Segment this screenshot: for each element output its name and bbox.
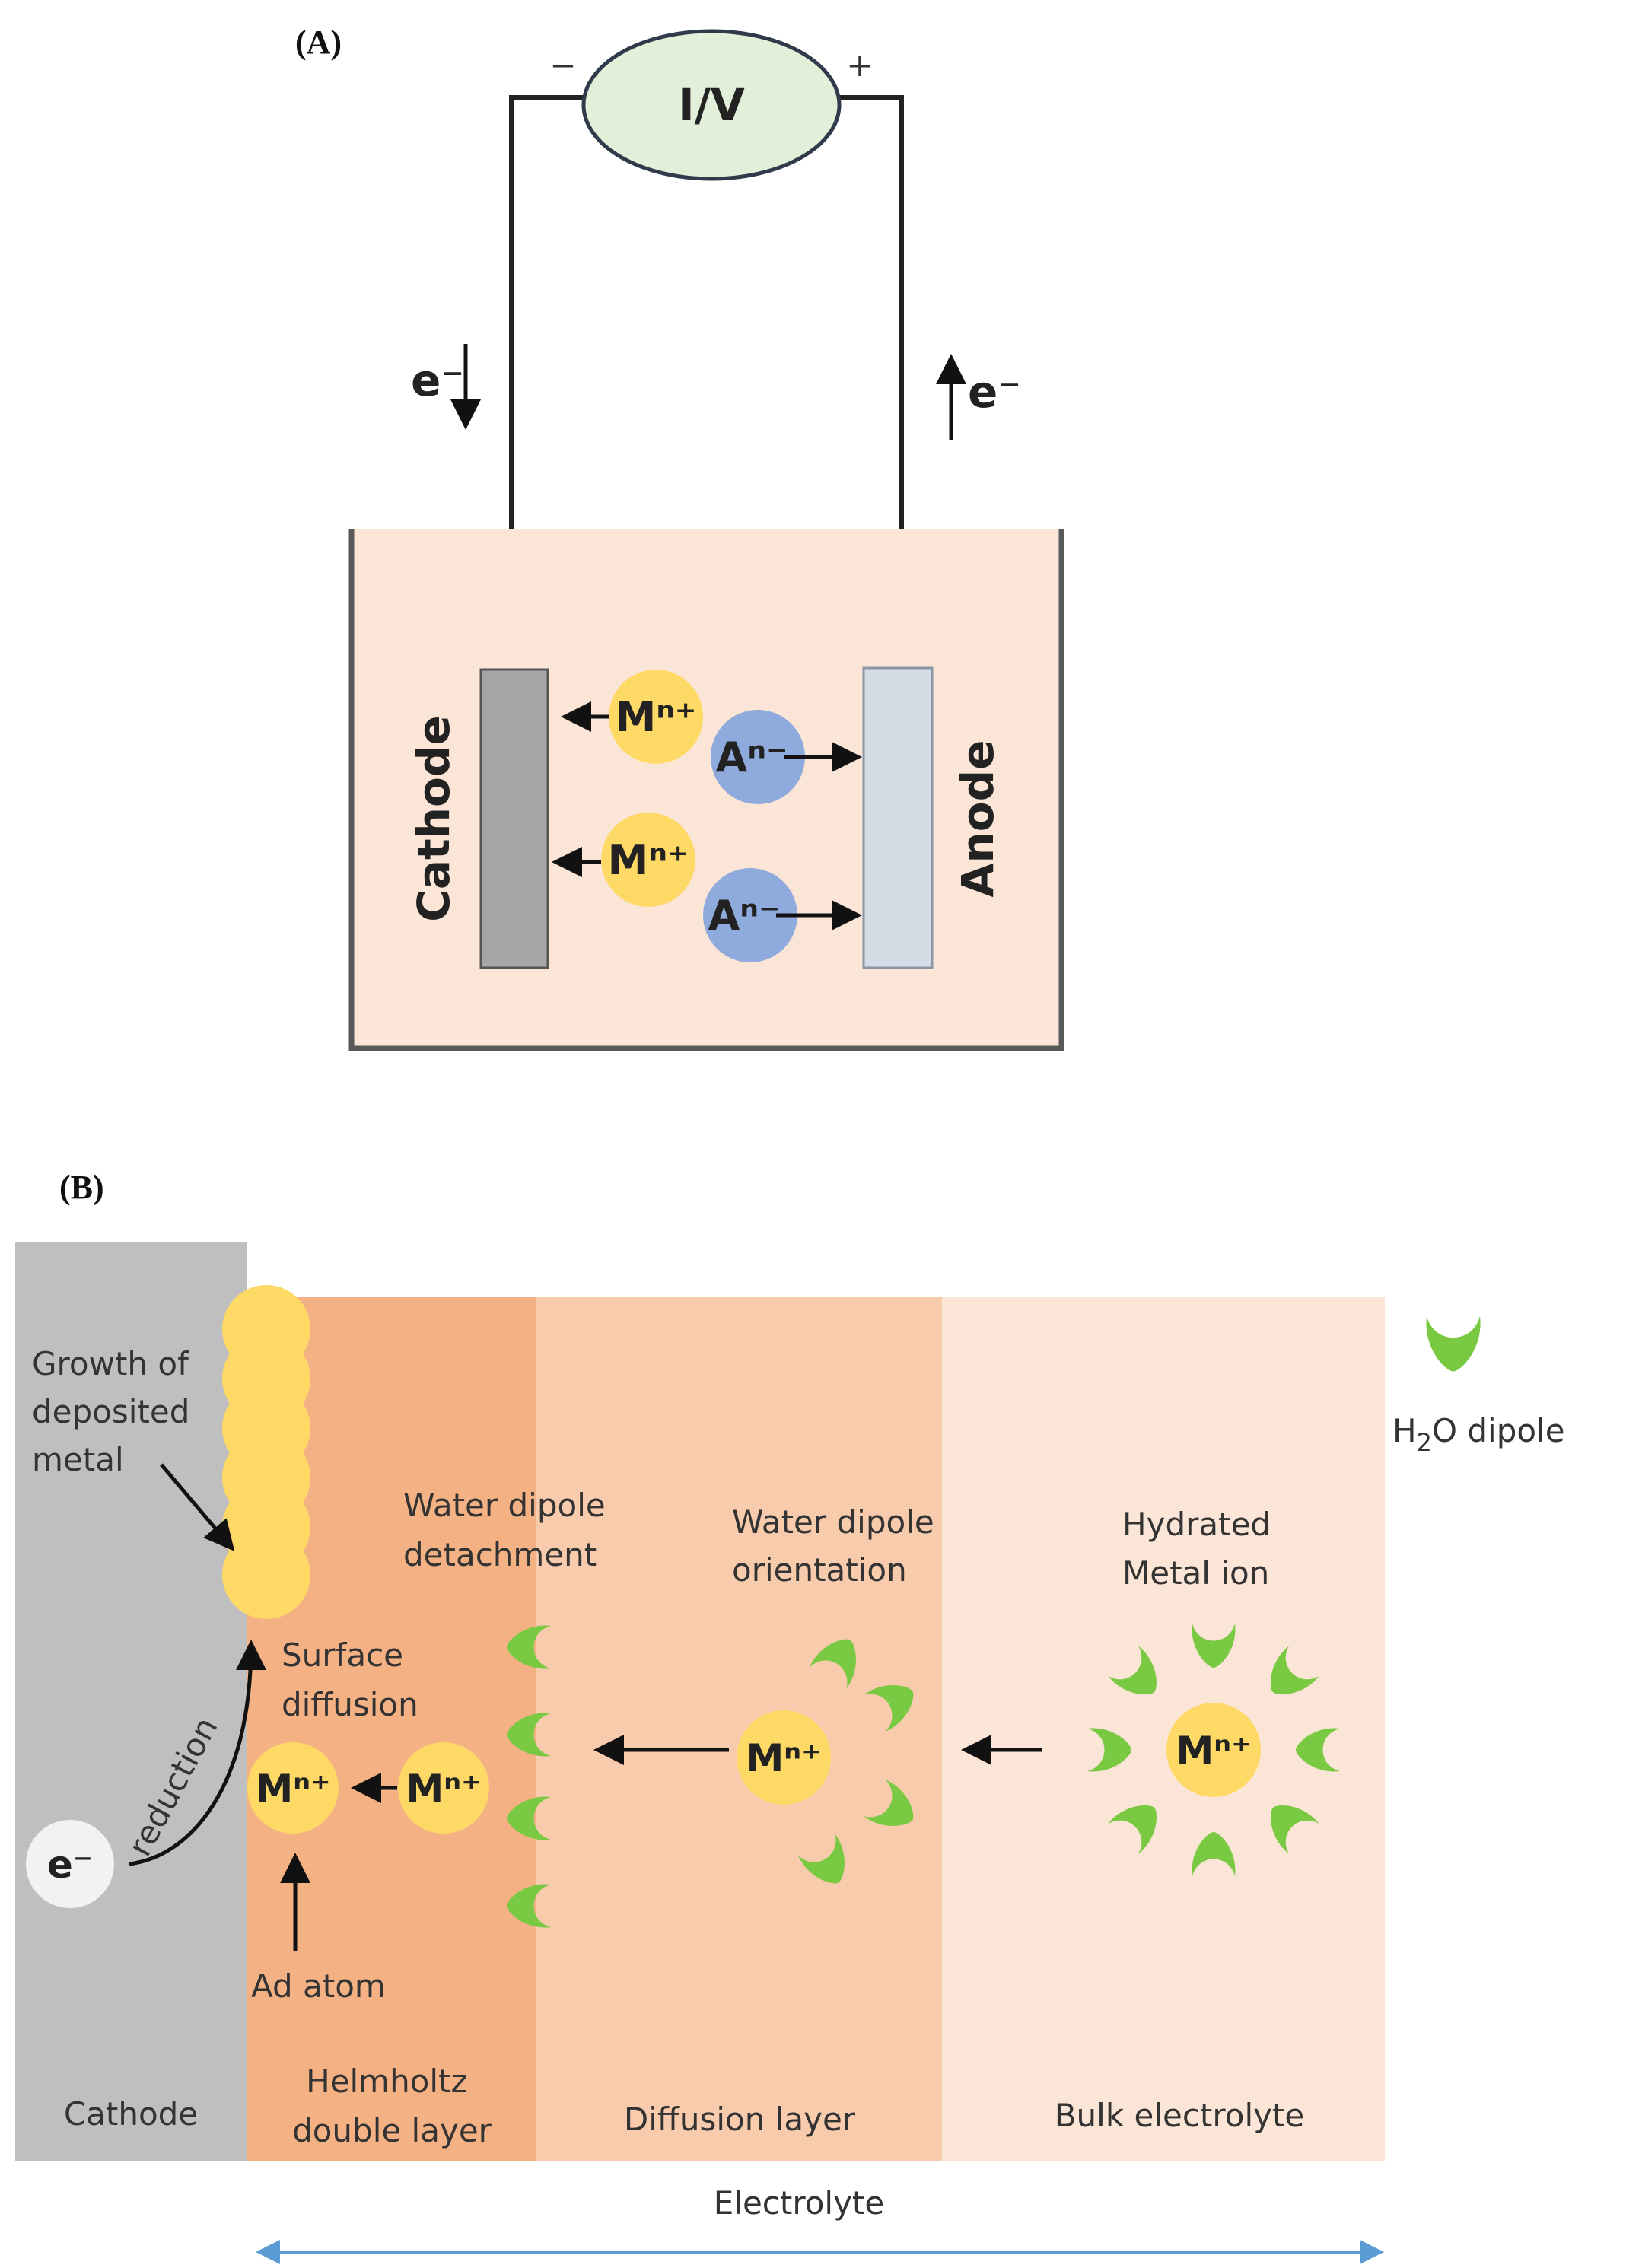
electron-label-right: e⁻: [968, 366, 1021, 418]
svg-text:Mⁿ⁺: Mⁿ⁺: [746, 1736, 822, 1780]
bath-container: [348, 529, 1064, 1051]
adatom-label: Ad atom: [251, 1967, 386, 2005]
deposited-metal: [222, 1285, 310, 1619]
hydrated-label: Hydrated Metal ion: [1122, 1506, 1281, 1592]
anode-wire: [837, 95, 904, 677]
legend-dipole-icon: [1426, 1316, 1481, 1372]
svg-text:Aⁿ⁻: Aⁿ⁻: [708, 892, 781, 940]
electrolyte-label: Electrolyte: [714, 2184, 884, 2222]
growth-label: Growth of deposited metal: [32, 1345, 200, 1478]
electron-ball: e⁻: [26, 1820, 114, 1908]
region-helmholtz-label: Helmholtz double layer: [292, 2063, 492, 2149]
anion-upper: Aⁿ⁻: [711, 710, 805, 804]
panel-b: (B) Growth of deposited metal Water dipo…: [15, 1169, 1565, 2264]
helmholtz-ion: Mⁿ⁺: [398, 1742, 489, 1834]
anode-label: Anode: [952, 740, 1004, 898]
legend-label: H2O dipole: [1392, 1412, 1565, 1457]
svg-text:Mⁿ⁺: Mⁿ⁺: [1176, 1729, 1252, 1773]
cathode-wire: [509, 95, 586, 700]
cathode-region: [15, 1242, 247, 2161]
growth-arrow: [160, 1463, 235, 1551]
svg-text:Mⁿ⁺: Mⁿ⁺: [616, 693, 697, 741]
anode-electrode: [862, 666, 934, 969]
iv-meter: [581, 29, 842, 181]
meter-label: I/V: [678, 79, 745, 131]
orientation-label: Water dipole orientation: [732, 1503, 944, 1589]
svg-text:Mⁿ⁺: Mⁿ⁺: [608, 836, 689, 884]
panel-a: (A) I/V − + e⁻ e⁻ Cathode Anode Mⁿ⁺ Aⁿ⁻: [295, 24, 1064, 1051]
svg-text:e⁻: e⁻: [47, 1843, 93, 1887]
cathode-label: Cathode: [408, 715, 460, 921]
electrolyte-bath: [352, 529, 1061, 1048]
adatom-ion: Mⁿ⁺: [247, 1742, 339, 1834]
cation-lower: Mⁿ⁺: [601, 813, 695, 907]
svg-text:Mⁿ⁺: Mⁿ⁺: [256, 1767, 331, 1811]
region-bulk-label: Bulk electrolyte: [1055, 2097, 1305, 2134]
electron-label-left: e⁻: [411, 355, 464, 406]
svg-text:Mⁿ⁺: Mⁿ⁺: [406, 1767, 482, 1811]
bulk-ion: Mⁿ⁺: [1166, 1703, 1261, 1797]
diffusion-region: [536, 1297, 942, 2161]
anion-lower: Aⁿ⁻: [703, 868, 797, 962]
minus-sign: −: [549, 46, 576, 84]
diffusion-ion: Mⁿ⁺: [737, 1710, 831, 1805]
bulk-region: [942, 1297, 1385, 2161]
cation-upper: Mⁿ⁺: [609, 670, 703, 764]
surface-diffusion-label: Surface diffusion: [282, 1637, 418, 1723]
region-diffusion-label: Diffusion layer: [624, 2101, 856, 2138]
cathode-electrode: [479, 668, 549, 969]
plus-sign: +: [846, 46, 873, 84]
panel-a-label: (A): [295, 24, 342, 61]
svg-text:Aⁿ⁻: Aⁿ⁻: [716, 733, 788, 781]
detachment-label: Water dipole detachment: [403, 1487, 616, 1573]
panel-b-label: (B): [59, 1169, 104, 1206]
reduction-arrow: [129, 1640, 266, 1866]
region-cathode-label: Cathode: [64, 2095, 198, 2133]
